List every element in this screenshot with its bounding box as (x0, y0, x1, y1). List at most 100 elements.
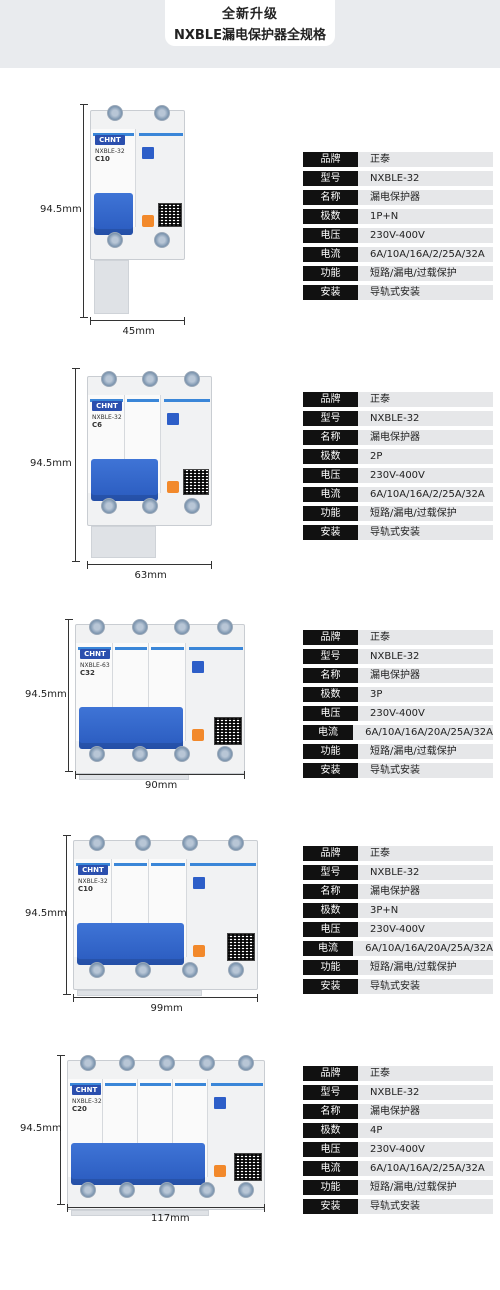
brand-logo: CHNT (92, 401, 122, 411)
spec-key: 电压 (303, 1142, 358, 1157)
model-label: NXBLE-32 (78, 878, 108, 885)
din-rail-foot (71, 1210, 209, 1216)
terminal-screw-icon (198, 1182, 215, 1198)
spec-value: 短路/漏电/过载保护 (358, 506, 493, 521)
terminal-screw-icon (89, 619, 106, 635)
blue-stripe (78, 647, 111, 650)
spec-value: 漏电保护器 (358, 430, 493, 445)
spec-value: NXBLE-32 (358, 1085, 493, 1100)
height-label: 94.5mm (30, 458, 72, 469)
terminal-screw-icon (142, 371, 159, 387)
spec-key: 型号 (303, 649, 358, 664)
spec-row: 名称漏电保护器 (303, 1104, 493, 1119)
spec-value: 漏电保护器 (358, 1104, 493, 1119)
spec-key: 安装 (303, 1199, 358, 1214)
spec-key: 电压 (303, 922, 358, 937)
spec-value: NXBLE-32 (358, 411, 493, 426)
terminal-screw-icon (79, 1182, 96, 1198)
blue-stripe (114, 647, 148, 650)
terminal-screw-icon (135, 835, 152, 851)
bottom-terminals (68, 1179, 266, 1201)
spec-row: 名称漏电保护器 (303, 884, 493, 899)
terminal-screw-icon (89, 962, 106, 978)
terminal-screw-icon (89, 746, 106, 762)
model-label: NXBLE-63 (80, 662, 110, 669)
rating-label: C10 (78, 885, 93, 893)
spec-key: 功能 (303, 506, 358, 521)
terminal-screw-icon (216, 746, 233, 762)
terminal-screw-icon (238, 1055, 255, 1071)
height-label: 94.5mm (40, 204, 82, 215)
test-button-icon (214, 1165, 226, 1177)
qr-code-icon (234, 1153, 262, 1181)
blue-stripe (90, 399, 123, 402)
spec-row: 品牌正泰 (303, 152, 493, 167)
spec-value: 6A/10A/16A/2/25A/32A (358, 1161, 493, 1176)
blue-stripe (113, 863, 148, 866)
switch-lever (94, 193, 133, 235)
height-dimension-line (72, 368, 80, 562)
top-terminals (74, 833, 259, 853)
terminal-screw-icon (106, 105, 123, 121)
bottom-terminals (88, 495, 213, 517)
terminal-screw-icon (158, 1182, 175, 1198)
bottom-terminals (76, 743, 246, 765)
spec-value: 导轨式安装 (358, 763, 493, 778)
spec-value: 4P (358, 1123, 493, 1138)
brand-logo: CHNT (80, 649, 110, 659)
spec-key: 型号 (303, 1085, 358, 1100)
spec-row: 安装导轨式安装 (303, 1199, 493, 1214)
terminal-screw-icon (198, 1055, 215, 1071)
test-button-icon (192, 729, 204, 741)
spec-key: 品牌 (303, 1066, 358, 1081)
spec-key: 功能 (303, 744, 358, 759)
spec-key: 电流 (303, 941, 354, 956)
spec-row: 名称漏电保护器 (303, 190, 493, 205)
spec-row: 安装导轨式安装 (303, 979, 493, 994)
qr-code-icon (227, 933, 255, 961)
width-label: 63mm (134, 570, 167, 581)
spec-key: 极数 (303, 449, 358, 464)
spec-value: NXBLE-32 (358, 171, 493, 186)
rcd-indicator-icon (142, 147, 154, 159)
spec-value: 短路/漏电/过载保护 (358, 1180, 493, 1195)
width-label: 45mm (122, 326, 155, 337)
spec-value: 6A/10A/16A/20A/25A/32A (353, 941, 493, 956)
spec-key: 型号 (303, 411, 358, 426)
spec-value: 1P+N (358, 209, 493, 224)
rating-label: C20 (72, 1105, 87, 1113)
rcd-indicator-icon (214, 1097, 226, 1109)
spec-row: 功能短路/漏电/过载保护 (303, 266, 493, 281)
spec-key: 名称 (303, 190, 358, 205)
bottom-terminals (74, 959, 259, 981)
qr-code-icon (183, 469, 209, 495)
spec-value: 正泰 (358, 846, 493, 861)
spec-value: 导轨式安装 (358, 1199, 493, 1214)
spec-value: 导轨式安装 (358, 525, 493, 540)
spec-row: 功能短路/漏电/过载保护 (303, 506, 493, 521)
spec-row: 功能短路/漏电/过载保护 (303, 744, 493, 759)
spec-key: 型号 (303, 171, 358, 186)
spec-value: 3P (358, 687, 493, 702)
spec-value: 短路/漏电/过载保护 (358, 960, 493, 975)
header-title-card: 全新升级 NXBLE漏电保护器全规格 (165, 0, 335, 46)
blue-stripe (126, 399, 159, 402)
terminal-screw-icon (184, 371, 201, 387)
spec-key: 功能 (303, 266, 358, 281)
